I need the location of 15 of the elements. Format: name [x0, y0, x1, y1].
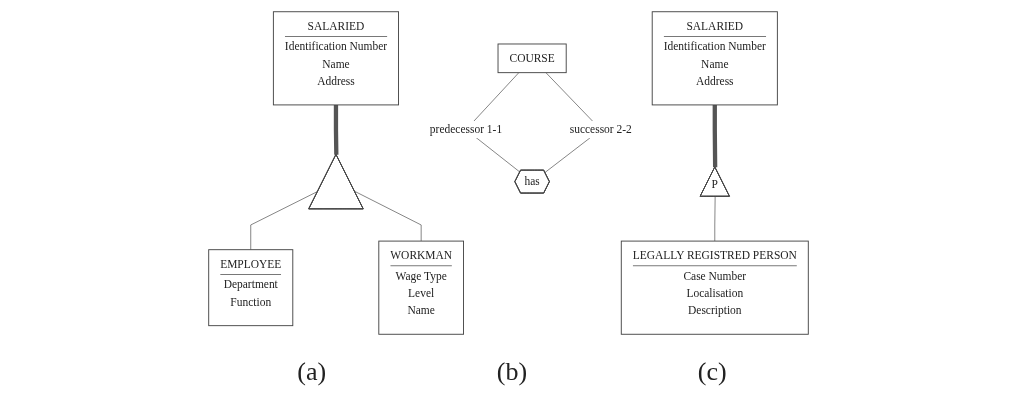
edge-label: successor 2-2: [569, 123, 632, 136]
node-box: WORKMAN Wage Type Level Name: [378, 240, 464, 335]
node-box: SALARIED Identification Number Name Address: [651, 11, 778, 106]
node-box: COURSE: [497, 43, 567, 74]
connector: [354, 190, 422, 242]
edge-label: predecessor 1-1: [429, 123, 503, 136]
panel-label: (c): [697, 357, 727, 387]
panel-label: (a): [297, 357, 327, 387]
connector: [333, 104, 339, 155]
connector: [712, 104, 718, 168]
node-box: SALARIED Identification Number Name Address: [272, 11, 399, 106]
panel-label: (b): [496, 357, 528, 387]
connector: [714, 196, 716, 242]
node-box: EMPLOYEE Department Function: [208, 249, 294, 327]
node-box: LEGALLY REGISTRED PERSON Case Number Localisation Description: [620, 240, 809, 335]
